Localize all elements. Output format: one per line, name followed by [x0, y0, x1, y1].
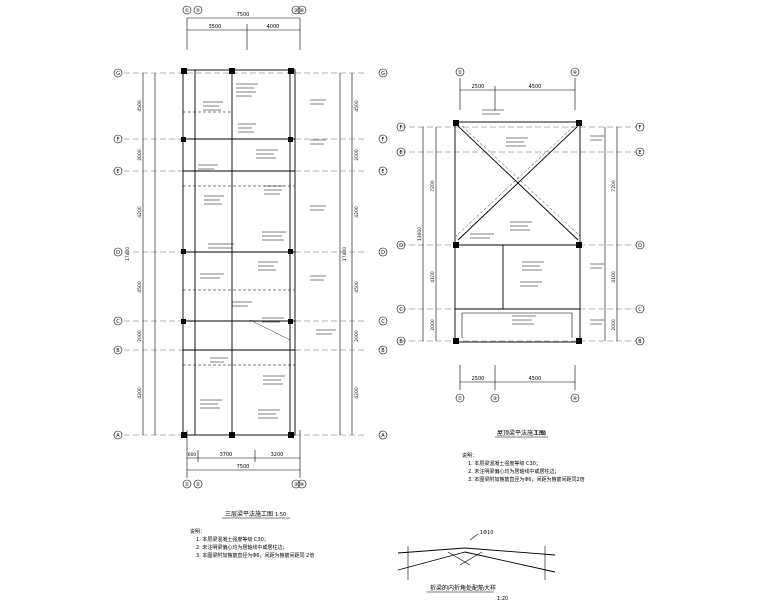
notes-right: 说明： 1. 本层梁混凝土强度等级 C30； 2. 未注明梁偏心均为居轴线中或居…: [462, 452, 585, 484]
r-axis-col-4-top: ④: [573, 70, 578, 76]
left-bottom-dim-2: 3700: [220, 452, 233, 458]
axis-row-c-left: C: [116, 319, 120, 325]
left-row-dim-2: 2000: [137, 149, 143, 161]
r-axis-col-1-top: ①: [458, 70, 463, 76]
detail-title: 折梁的内折角处配筋大样: [430, 584, 496, 592]
right-right-dim-2: 4100: [611, 271, 617, 283]
axis-col-3-bottom: ③: [294, 482, 298, 488]
axis-row-b-left: B: [116, 348, 120, 354]
right-right-dim-3: 2000: [611, 319, 617, 331]
right-top-dim-2: 4500: [529, 84, 542, 90]
axis-row-d-right: D: [381, 250, 385, 256]
r-axis-row-e-right: E: [638, 150, 641, 156]
axis-row-e-left: E: [116, 169, 119, 175]
left-total-dim-v-r: 17400: [342, 247, 348, 261]
r-axis-row-b-left: B: [399, 339, 403, 345]
axis-col-4-bottom: ④: [300, 482, 305, 488]
r-axis-row-b-right: B: [638, 339, 642, 345]
r-axis-row-f-right: F: [639, 125, 642, 131]
left-bottom-total-dim: 7500: [237, 464, 250, 470]
axis-row-f-right: F: [382, 137, 385, 143]
notes-left-heading: 说明：: [190, 529, 206, 535]
axis-row-g-left: G: [116, 71, 120, 77]
left-row-dim-5: 2000: [137, 330, 143, 342]
right-bottom-dim-1: 2500: [472, 376, 485, 382]
notes-left-item-3: 3. 本图梁附加箍筋直径为Φ6，间距为箍筋间距同 2倍: [196, 553, 315, 559]
notes-right-heading: 说明：: [462, 453, 478, 459]
left-row-dim-3-r: 4200: [354, 206, 360, 218]
left-top-dim-1: 3500: [209, 24, 222, 30]
r-axis-row-d-right: D: [638, 243, 642, 249]
left-top-total-dim: 7500: [237, 12, 250, 18]
axis-col-2-top: ②: [196, 8, 201, 14]
left-bottom-dim-1: 600: [188, 452, 197, 458]
right-right-dim-1: 7200: [611, 180, 617, 192]
right-left-dim-1: 7200: [430, 180, 436, 192]
r-axis-row-f-left: F: [400, 125, 403, 131]
axis-row-f-left: F: [117, 137, 120, 143]
r-axis-row-d-left: D: [399, 243, 403, 249]
notes-right-item-2: 2. 未注明梁偏心均为居轴线中或居柱边；: [468, 469, 560, 475]
right-plan-scale: 1:50: [535, 431, 546, 437]
notes-left-item-1: 1. 本层梁混凝土强度等级 C30；: [196, 537, 269, 543]
r-axis-row-c-right: C: [638, 307, 642, 313]
right-bottom-dim-2: 4500: [529, 376, 542, 382]
left-row-dim-6: 4200: [137, 387, 143, 399]
notes-right-item-3: 3. 本图梁附加箍筋直径为Φ6，间距为箍筋间距同2倍: [468, 477, 585, 483]
left-bottom-dim-3: 3200: [271, 452, 284, 458]
right-plan-title: 屋顶梁平法施工图: [497, 429, 545, 437]
detail-scale: 1:20: [497, 596, 508, 602]
notes-left-item-2: 2. 未注明梁偏心均为居轴线中或居柱边；: [196, 545, 288, 551]
axis-col-1-bottom: ①: [185, 482, 190, 488]
axis-col-1-top: ①: [185, 8, 190, 14]
r-axis-col-3-bottom: ③: [493, 396, 497, 402]
notes-right-item-1: 1. 本层梁混凝土强度等级 C30；: [468, 461, 541, 467]
left-row-dim-5-r: 2000: [354, 330, 360, 342]
axis-row-g-right: G: [381, 71, 385, 77]
axis-row-a-right: A: [381, 433, 385, 439]
left-plan-title: 三层梁平法施工图: [225, 510, 273, 518]
left-row-dim-1-r: 4500: [354, 100, 360, 112]
r-axis-col-4-bottom: ④: [573, 396, 578, 402]
right-left-dim-total: 13000: [417, 227, 423, 241]
left-row-dim-3: 4200: [137, 206, 143, 218]
left-top-dim-2: 4000: [267, 24, 280, 30]
left-total-dim-v: 17400: [125, 247, 131, 261]
axis-row-a-left: A: [116, 433, 120, 439]
axis-row-c-right: C: [381, 319, 385, 325]
right-left-dim-2: 4100: [430, 271, 436, 283]
right-top-dim-1: 2500: [472, 84, 485, 90]
left-row-dim-4: 4500: [137, 281, 143, 293]
left-plan-scale: 1:50: [275, 512, 286, 518]
r-axis-col-1-bottom: ①: [458, 396, 463, 402]
left-row-dim-4-r: 4500: [354, 281, 360, 293]
detail-label: 1Φ10: [480, 530, 493, 536]
r-axis-row-c-left: C: [399, 307, 403, 313]
axis-col-4-top: ④: [300, 8, 305, 14]
left-row-dim-6-r: 4200: [354, 387, 360, 399]
axis-row-d-left: D: [116, 250, 120, 256]
right-left-dim-3: 2000: [430, 319, 436, 331]
left-row-dim-2-r: 2000: [354, 149, 360, 161]
r-axis-row-e-left: E: [399, 150, 402, 156]
notes-left: 说明： 1. 本层梁混凝土强度等级 C30； 2. 未注明梁偏心均为居轴线中或居…: [190, 528, 314, 560]
axis-row-e-right: E: [381, 169, 384, 175]
axis-col-2-bottom: ②: [196, 482, 201, 488]
axis-row-b-right: B: [381, 348, 385, 354]
left-row-dim-1: 4500: [137, 100, 143, 112]
axis-col-3-top: ③: [294, 8, 298, 14]
